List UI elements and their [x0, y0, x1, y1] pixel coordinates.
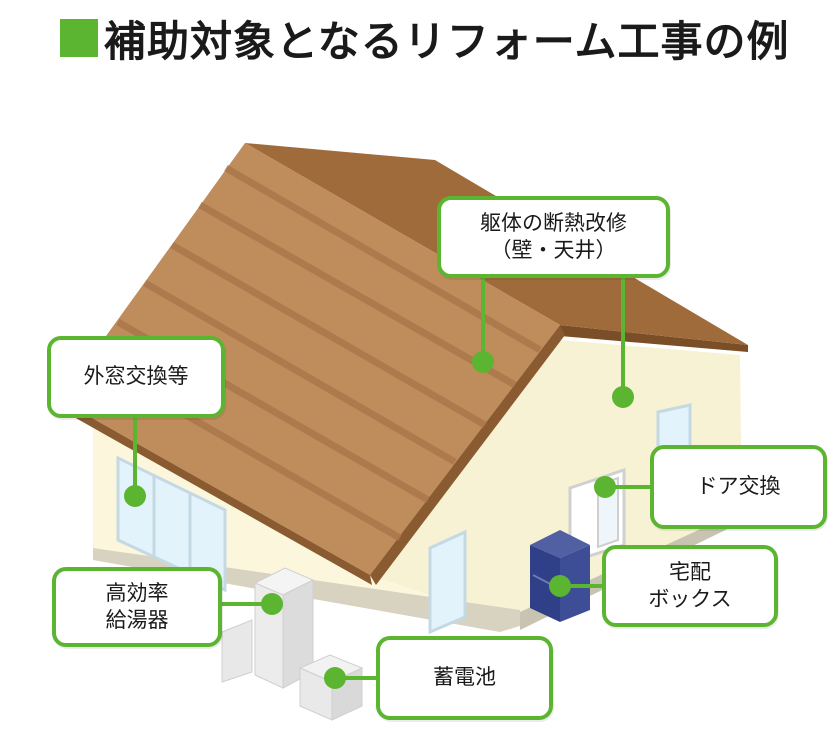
- label-insulation: 躯体の断熱改修 （壁・天井）: [437, 196, 670, 278]
- battery-dot: [324, 667, 346, 689]
- gable-window: [428, 529, 467, 635]
- water-heater-unit: [221, 567, 315, 689]
- label-door: ドア交換: [650, 445, 827, 529]
- label-door-line1: ドア交換: [696, 474, 781, 499]
- roof-eave: [560, 325, 748, 352]
- label-water-heater-line2: 給湯器: [105, 608, 169, 632]
- label-insulation-line1: 躯体の断熱改修: [480, 210, 627, 235]
- label-water-heater-line1: 高効率: [105, 580, 169, 605]
- label-battery-line1: 蓄電池: [433, 665, 496, 690]
- title-text: 補助対象となるリフォーム工事の例: [104, 16, 790, 66]
- label-insulation-line2: （壁・天井）: [490, 238, 617, 262]
- box-dot: [549, 575, 571, 597]
- label-battery: 蓄電池: [376, 636, 553, 720]
- delivery-box: [530, 530, 590, 622]
- insulation-dot: [472, 351, 494, 373]
- label-delivery-box-line2: ボックス: [648, 587, 732, 611]
- title-square-icon: [60, 19, 98, 57]
- heater-dot: [261, 593, 283, 615]
- label-delivery-box-line1: 宅配: [669, 559, 711, 584]
- label-windows-line1: 外窓交換等: [83, 364, 189, 389]
- label-delivery-box: 宅配 ボックス: [602, 545, 778, 627]
- door-dot: [594, 476, 616, 498]
- wall-dot: [612, 386, 634, 408]
- window-dot: [124, 485, 146, 507]
- page-title: 補助対象となるリフォーム工事の例: [60, 8, 789, 68]
- label-windows: 外窓交換等: [47, 336, 225, 418]
- label-water-heater: 高効率 給湯器: [52, 567, 222, 647]
